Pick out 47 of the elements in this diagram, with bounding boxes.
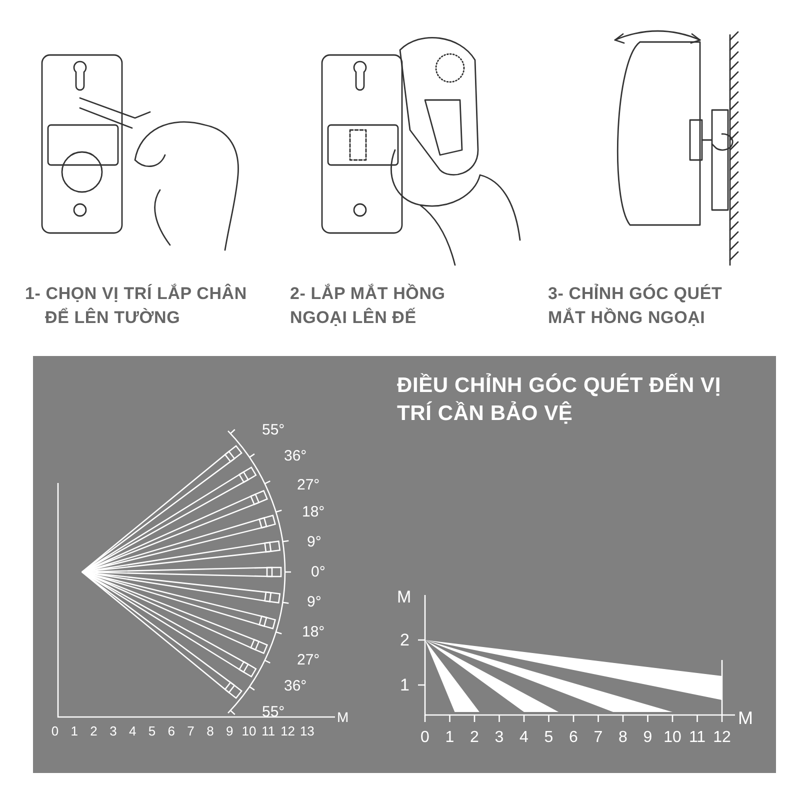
axis-tick-label: 9 <box>643 730 652 746</box>
angle-label: 18° <box>302 504 325 520</box>
step-caption: 3- CHỈNH GÓC QUÉT MẮT HỒNG NGOẠI <box>548 282 724 329</box>
axis-tick-label: 12 <box>713 730 731 746</box>
axis-tick-label: 1 <box>445 730 454 746</box>
axis-tick-label: 12 <box>280 724 296 738</box>
angle-label: 18° <box>302 624 325 640</box>
axis-tick-label: 11 <box>262 724 276 738</box>
step-caption: 2- LẮP MẮT HỒNG NGOẠI LÊN ĐẾ <box>290 282 446 329</box>
axis-tick-label: 5 <box>148 724 156 738</box>
axis-unit-label: M <box>738 709 753 727</box>
angle-label: 55° <box>262 422 285 438</box>
axis-tick-label: 6 <box>569 730 578 746</box>
axis-tick-label: 3 <box>494 730 504 746</box>
axis-tick-label: 6 <box>168 724 175 738</box>
axis-tick-label: 9 <box>226 724 234 738</box>
angle-label: 36° <box>284 678 307 694</box>
axis-tick-label: 2 <box>400 632 410 648</box>
axis-tick-label: 1 <box>70 724 78 738</box>
axis-tick-label: 10 <box>242 724 256 738</box>
angle-label: 0° <box>311 564 326 580</box>
angle-label: 27° <box>297 652 320 668</box>
axis-tick-label: 4 <box>520 730 528 746</box>
angle-label: 55° <box>262 704 285 720</box>
axis-tick-label: 13 <box>300 724 314 738</box>
axis-tick-label: 4 <box>128 724 136 738</box>
axis-tick-label: 8 <box>206 724 214 738</box>
angle-label: 27° <box>297 478 320 492</box>
axis-unit-label: M <box>337 710 349 724</box>
axis-tick-label: 7 <box>594 730 603 746</box>
axis-tick-label: 2 <box>470 730 479 746</box>
axis-tick-label: 0 <box>420 730 430 746</box>
axis-tick-label: 8 <box>618 730 628 746</box>
axis-tick-label: 5 <box>544 730 554 746</box>
axis-tick-label: 0 <box>51 724 59 738</box>
axis-tick-label: 10 <box>664 730 682 746</box>
axis-tick-label: 2 <box>90 724 98 738</box>
axis-tick-label: 11 <box>688 730 706 746</box>
axis-unit-label: M <box>397 588 412 606</box>
angle-label: 9° <box>307 534 322 550</box>
panel-heading: ĐIỀU CHỈNH GÓC QUÉT ĐẾN VỊ TRÍ CẦN BẢO VỆ <box>397 372 722 427</box>
axis-tick-label: 3 <box>110 724 117 738</box>
step-caption: 1- CHỌN VỊ TRÍ LẮP CHÂN ĐỂ LÊN TƯỜNG <box>25 282 248 329</box>
angle-label: 36° <box>284 448 307 464</box>
axis-tick-label: 7 <box>187 724 194 738</box>
angle-label: 9° <box>307 594 322 610</box>
axis-tick-label: 1 <box>400 676 410 694</box>
